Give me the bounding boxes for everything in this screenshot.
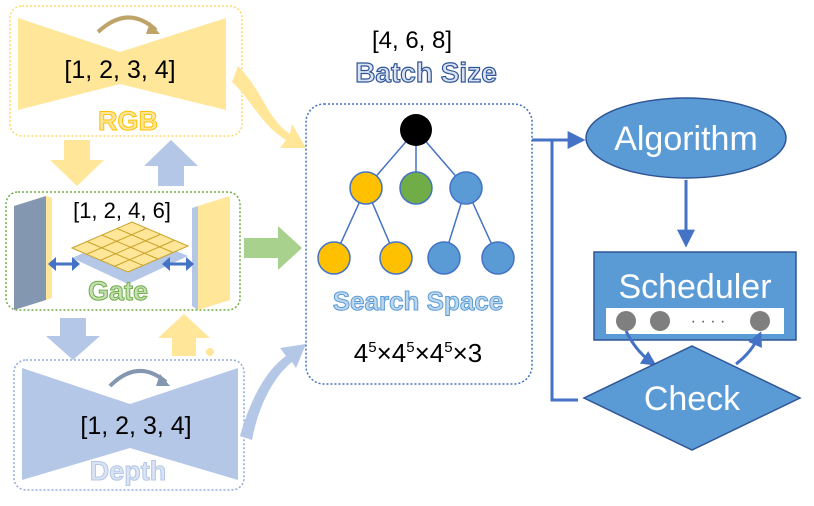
tree-node-blue [449, 171, 483, 205]
depth-module: [1, 2, 3, 4] Depth [13, 359, 245, 491]
tree-leaf-blue-1 [427, 241, 461, 275]
tree-root-node [400, 114, 432, 146]
algorithm-node: Algorithm [585, 97, 787, 179]
gate-module-border [5, 191, 241, 311]
gate-right-plate [198, 196, 230, 310]
rgb-module-border [9, 5, 243, 137]
gate-to-search-arrow [244, 226, 302, 270]
tree-leaf-blue-2 [481, 241, 515, 275]
gate-right-double-arrow [162, 257, 194, 271]
rgb-module: [1, 2, 3, 4] RGB [9, 5, 243, 137]
queue-item-1 [616, 311, 636, 331]
rgb-values: [1, 2, 3, 4] [64, 56, 175, 84]
search-space-label: Search Space [333, 286, 504, 316]
control-loop-connectors [532, 131, 586, 402]
rgb-skip-arrowhead [146, 22, 160, 34]
gate-module: [1, 2, 4, 6] Gate [5, 191, 241, 311]
batch-size-label: Batch Size [355, 57, 497, 88]
queue-item-2 [650, 311, 670, 331]
depth-skip-arrowhead [156, 374, 170, 386]
batch-size-values: [4, 6, 8] [372, 27, 452, 54]
gate-to-rgb-arrow [144, 140, 198, 186]
algorithm-ellipse [585, 97, 787, 179]
rgb-to-gate-arrow [50, 140, 104, 186]
depth-to-gate-arrow [158, 314, 210, 356]
search-space-panel: Search Space 45×45×45×3 [305, 103, 533, 385]
depth-values: [1, 2, 3, 4] [80, 412, 191, 440]
gate-left-plate [14, 196, 46, 310]
queue-item-last [750, 311, 770, 331]
queue-ellipsis: · · · · [691, 313, 726, 330]
scheduler-node: Scheduler · · · · [593, 251, 797, 341]
check-node: Check [582, 345, 802, 451]
gate-values: [1, 2, 4, 6] [73, 198, 171, 223]
tree-node-yellow [349, 171, 383, 205]
rgb-skip-arrow [96, 15, 158, 34]
search-space-formula: 45×45×45×3 [354, 338, 482, 368]
tree-leaf-yellow-1 [317, 241, 351, 275]
gate-to-depth-arrow [46, 318, 100, 360]
scheduler-label: Scheduler [618, 268, 771, 306]
check-feedback-connector [550, 140, 578, 402]
search-space-border [305, 103, 533, 385]
check-to-scheduler-connector [735, 331, 762, 366]
tree-node-green [399, 171, 433, 205]
scheduler-check-connectors [624, 330, 762, 366]
algorithm-label: Algorithm [614, 120, 758, 158]
check-diamond [582, 345, 802, 451]
gate-label: Gate [88, 276, 148, 306]
decorative-dot [206, 348, 214, 356]
check-label: Check [644, 380, 741, 418]
gate-left-double-arrow [48, 257, 80, 271]
depth-to-search-arrow [240, 344, 306, 440]
depth-label: Depth [90, 456, 167, 486]
rgb-label: RGB [98, 106, 158, 136]
depth-encoder-decoder-shape [22, 368, 238, 480]
scheduler-to-check-connector [624, 330, 657, 366]
rgb-encoder-decoder-shape [18, 18, 226, 110]
rgb-to-search-arrow [232, 66, 306, 148]
tree-leaf-yellow-2 [379, 241, 413, 275]
